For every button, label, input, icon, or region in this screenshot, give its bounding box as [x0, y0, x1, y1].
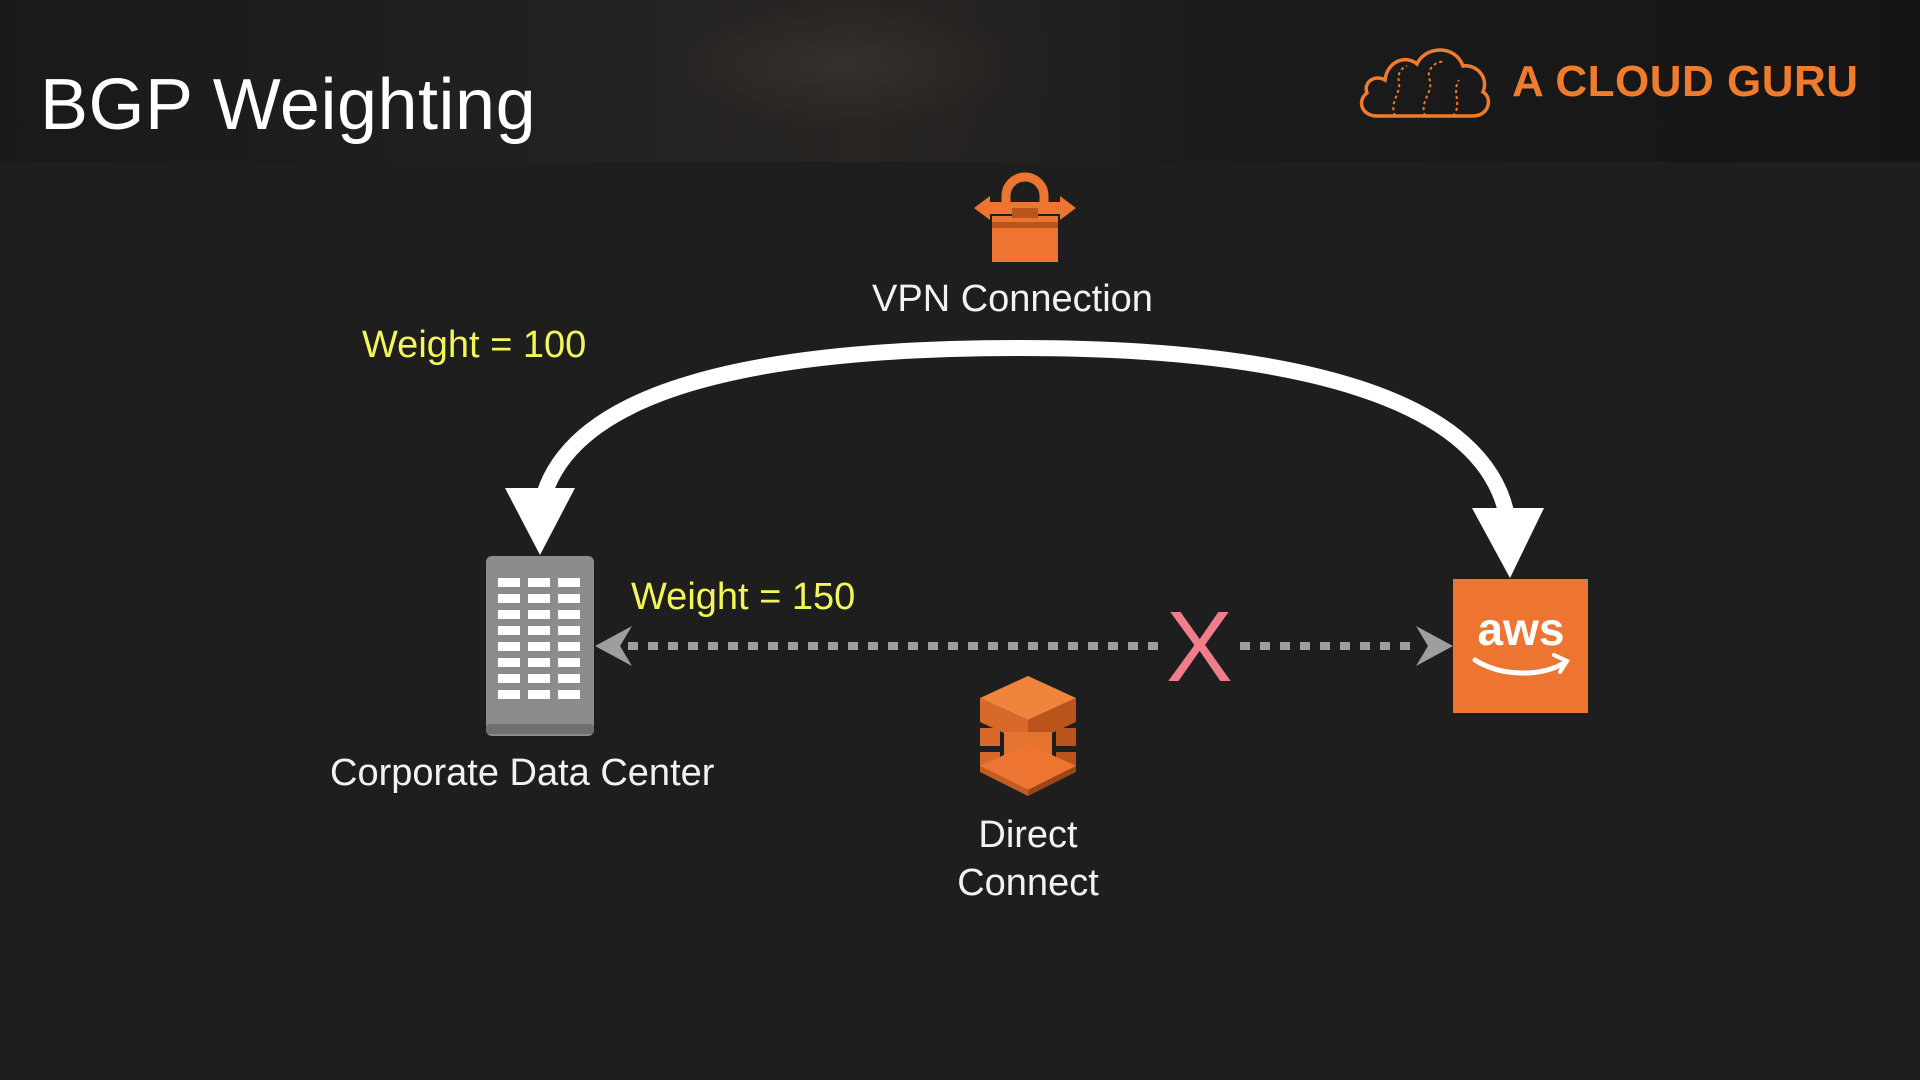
vpn-weight-label: Weight = 100	[362, 322, 586, 368]
building-window	[498, 578, 520, 587]
corporate-data-center-icon	[486, 556, 594, 736]
building-window	[528, 610, 550, 619]
vpn-connection-arrow	[540, 348, 1508, 522]
direct-connect-label-line1: Direct	[928, 812, 1128, 858]
building-window	[528, 578, 550, 587]
corporate-data-center-label: Corporate Data Center	[330, 750, 714, 796]
direct-connect-label-line2: Connect	[928, 860, 1128, 906]
vpn-arrowhead-right	[1472, 508, 1544, 578]
vpn-connection-label: VPN Connection	[872, 276, 1153, 322]
building-window	[498, 658, 520, 667]
direct-connect-weight-label: Weight = 150	[631, 574, 855, 620]
vpn-gateway-icon	[974, 177, 1076, 262]
vpn-arrowhead-left	[505, 488, 575, 555]
building-window	[558, 578, 580, 587]
building-window	[558, 658, 580, 667]
building-window	[558, 610, 580, 619]
building-window	[558, 594, 580, 603]
building-window	[498, 642, 520, 651]
direct-connect-icon	[980, 676, 1076, 796]
building-window	[528, 658, 550, 667]
building-window	[528, 626, 550, 635]
direct-connect-arrowhead-left	[595, 626, 632, 666]
building-window	[558, 690, 580, 699]
aws-logo-text: aws	[1474, 604, 1568, 654]
building-window	[498, 594, 520, 603]
blocked-x-mark: X	[1166, 592, 1233, 702]
building-window	[528, 594, 550, 603]
building-window	[558, 626, 580, 635]
building-window	[528, 642, 550, 651]
building-window	[498, 674, 520, 683]
building-window	[558, 642, 580, 651]
building-window	[528, 674, 550, 683]
building-window	[498, 626, 520, 635]
building-window	[498, 690, 520, 699]
direct-connect-arrowhead-right	[1416, 626, 1453, 666]
building-window	[528, 690, 550, 699]
building-window	[498, 610, 520, 619]
building-window	[558, 674, 580, 683]
